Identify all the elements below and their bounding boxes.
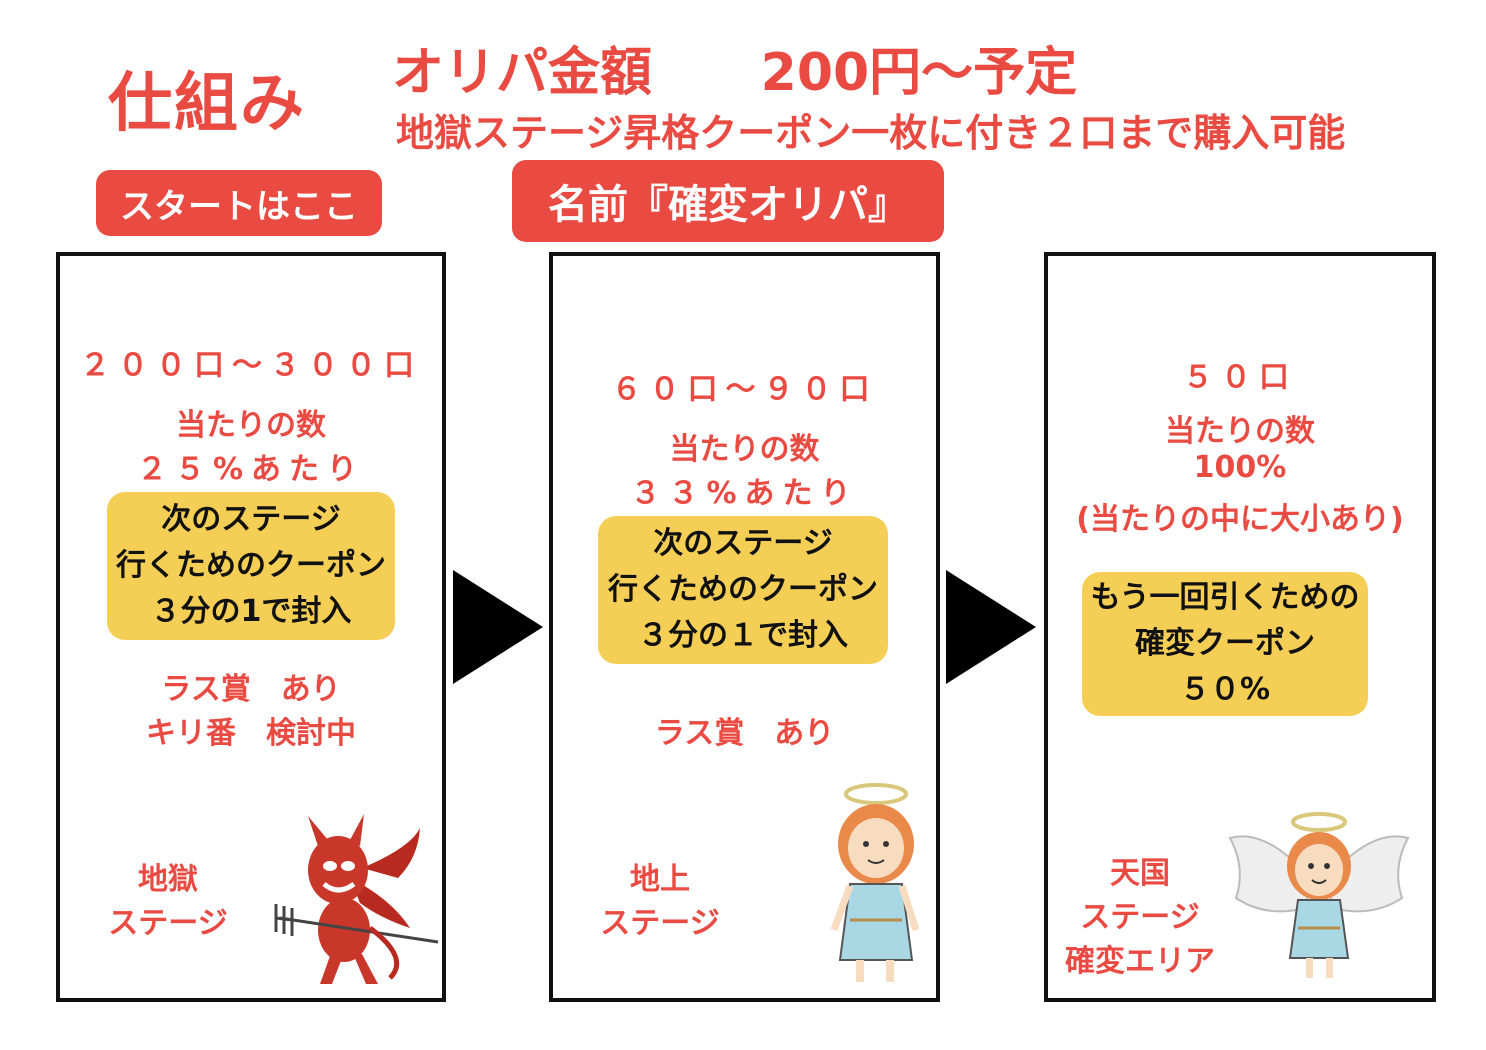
highlight-line: 確変クーポン xyxy=(1135,626,1315,661)
stage1-units: ２００口〜３００口 xyxy=(80,348,422,383)
start-badge: スタートはここ xyxy=(96,170,382,236)
price-line: オリパ金額 200円〜予定 xyxy=(392,30,1077,105)
angel-icon xyxy=(830,783,920,982)
stage3-win-label: 当たりの数 xyxy=(1165,414,1315,449)
stage-name-line: 地上 xyxy=(630,862,690,897)
stage-name-line: 天国 xyxy=(1110,856,1170,891)
stage-name-line: ステージ xyxy=(1080,900,1200,935)
arrow-right-icon xyxy=(453,570,543,684)
stage1-win-label: 当たりの数 xyxy=(176,408,326,443)
purchase-rule: 地獄ステージ昇格クーポン一枚に付き２口まで購入可能 xyxy=(396,111,1346,155)
highlight-line: 次のステージ xyxy=(161,502,341,537)
stage1-win-rate: ２５%あたり xyxy=(136,452,366,487)
winged-angel-icon xyxy=(1228,812,1410,978)
highlight-line: 行くためのクーポン xyxy=(116,548,386,583)
stage2-win-label: 当たりの数 xyxy=(669,432,820,467)
stage3-coupon-highlight: もう一回引くための 確変クーポン ５０% xyxy=(1082,572,1368,716)
stage2-coupon-highlight: 次のステージ 行くためのクーポン ３分の１で封入 xyxy=(598,516,888,664)
highlight-line: 次のステージ xyxy=(653,526,833,561)
stage2-win-rate: ３３%あたり xyxy=(630,476,859,511)
stage3-name: 天国 ステージ 確変エリア xyxy=(1050,852,1230,984)
stage-name-line: ステージ xyxy=(600,906,720,941)
stage-name-line: 確変エリア xyxy=(1065,944,1215,979)
stage3-units: ５０口 xyxy=(1183,360,1297,395)
arrow-right-icon xyxy=(946,570,1036,684)
name-badge: 名前『確変オリパ』 xyxy=(512,160,944,242)
stage3-win-note: (当たりの中に大小あり) xyxy=(1076,502,1404,537)
stage-name-line: ステージ xyxy=(108,906,228,941)
price-value: 200円〜予定 xyxy=(760,43,1078,103)
highlight-line: ３分の１で封入 xyxy=(638,618,848,653)
highlight-line: ５０% xyxy=(1179,672,1271,707)
highlight-line: もう一回引くための xyxy=(1090,580,1360,615)
stage2-name: 地上 ステージ xyxy=(590,858,730,946)
stage3-win-rate: 100% xyxy=(1193,450,1287,485)
stage2-units: ６０口〜９０口 xyxy=(611,372,878,407)
highlight-line: ３分の1で封入 xyxy=(150,594,352,629)
stage1-name: 地獄 ステージ xyxy=(98,858,238,946)
stage1-note: キリ番 検討中 xyxy=(146,716,356,751)
devil-icon xyxy=(274,814,439,984)
highlight-line: 行くためのクーポン xyxy=(608,572,878,607)
stage-name-line: 地獄 xyxy=(138,862,198,897)
page-title: 仕組み xyxy=(108,67,306,141)
stage1-note: ラス賞 あり xyxy=(161,672,341,707)
price-label: オリパ金額 xyxy=(392,43,653,103)
stage2-note: ラス賞 あり xyxy=(654,716,835,751)
stage1-coupon-highlight: 次のステージ 行くためのクーポン ３分の1で封入 xyxy=(107,492,395,640)
